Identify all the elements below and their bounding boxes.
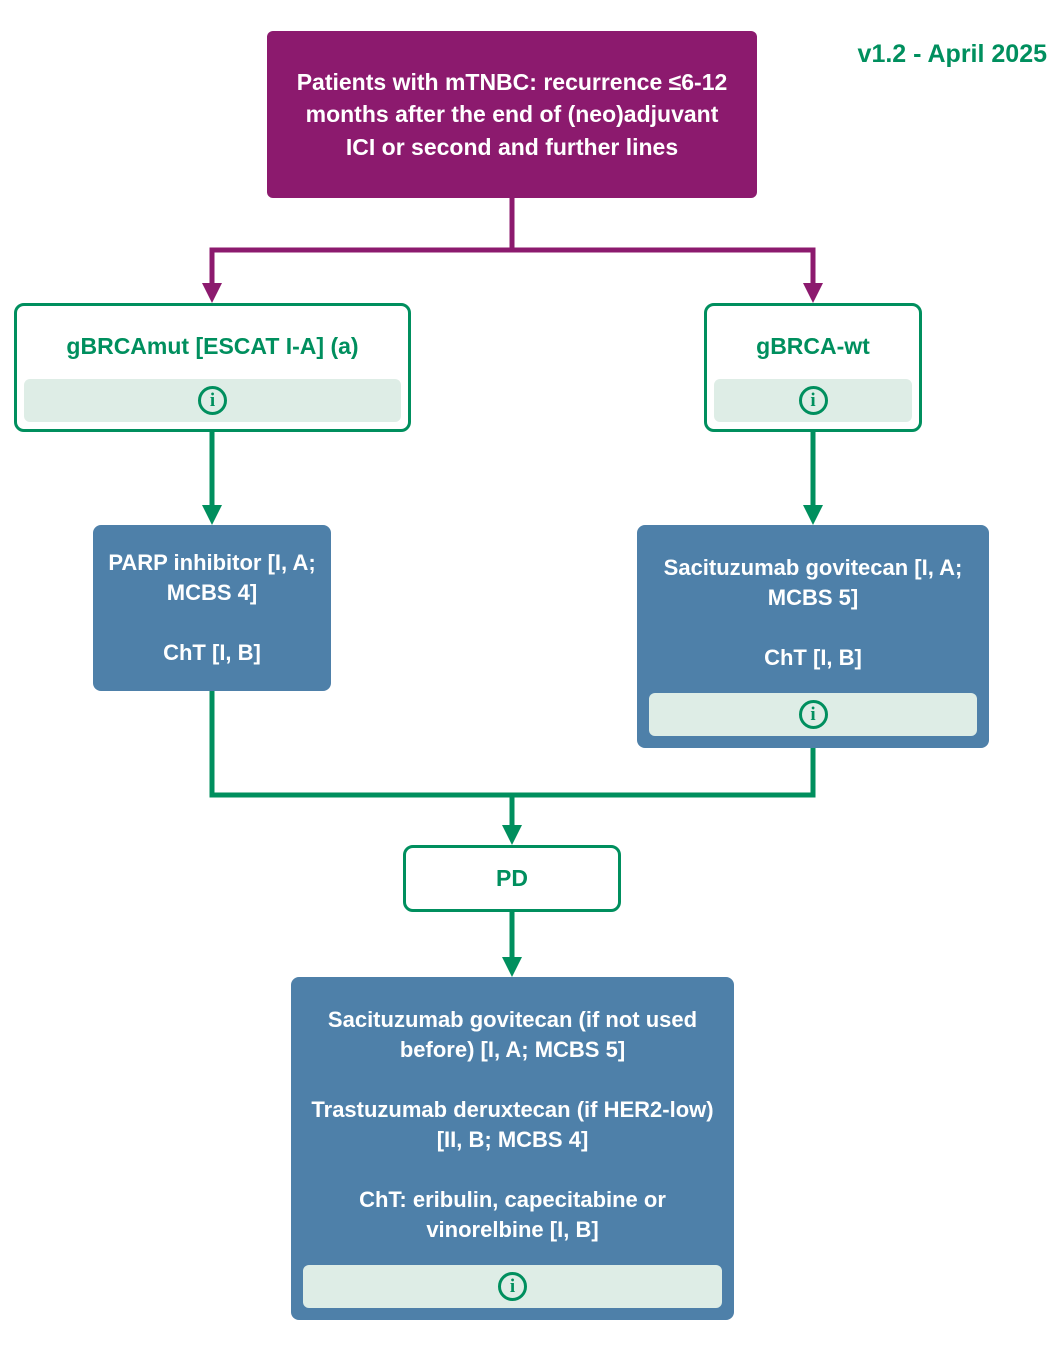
- sg-node-content: Sacituzumab govitecan [I, A; MCBS 5] ChT…: [647, 535, 979, 691]
- sg-node: Sacituzumab govitecan [I, A; MCBS 5] ChT…: [637, 525, 989, 748]
- brca-mut-label: gBRCAmut [ESCAT I-A] (a): [66, 332, 359, 359]
- post-pd-node-content: Sacituzumab govitecan (if not used befor…: [301, 987, 724, 1263]
- info-icon: i: [798, 386, 828, 415]
- info-icon: i: [798, 700, 828, 729]
- parp-option-2: ChT [I, B]: [163, 639, 261, 665]
- post-pd-info-strip[interactable]: i: [303, 1265, 722, 1308]
- brca-wt-info-strip[interactable]: i: [714, 379, 912, 422]
- sg-info-strip[interactable]: i: [649, 693, 977, 736]
- post-pd-option-2: Trastuzumab deruxtecan (if HER2-low) [II…: [311, 1097, 714, 1152]
- brca-wt-label: gBRCA-wt: [756, 332, 870, 359]
- brca-mut-info-strip[interactable]: i: [24, 379, 401, 422]
- sg-option-2: ChT [I, B]: [764, 644, 862, 670]
- parp-node-content: PARP inhibitor [I, A; MCBS 4] ChT [I, B]: [103, 535, 321, 681]
- pd-label: PD: [496, 865, 528, 891]
- info-icon: i: [198, 386, 227, 415]
- post-pd-option-1: Sacituzumab govitecan (if not used befor…: [327, 1007, 698, 1063]
- post-pd-option-3: ChT: eribulin, capecitabine or vinorelbi…: [359, 1186, 666, 1242]
- brca-wt-node: gBRCA-wt i: [704, 303, 922, 432]
- version-label: v1.2 - April 2025: [857, 40, 1047, 68]
- root-node: Patients with mTNBC: recurrence ≤6-12 mo…: [267, 31, 757, 198]
- parp-node: PARP inhibitor [I, A; MCBS 4] ChT [I, B]: [93, 525, 331, 691]
- sg-option-1: Sacituzumab govitecan [I, A; MCBS 5]: [663, 555, 963, 611]
- pd-node: PD: [403, 845, 621, 912]
- info-icon: i: [498, 1272, 527, 1301]
- brca-mut-node: gBRCAmut [ESCAT I-A] (a) i: [14, 303, 411, 432]
- parp-option-1: PARP inhibitor [I, A; MCBS 4]: [108, 550, 316, 606]
- root-node-text: Patients with mTNBC: recurrence ≤6-12 mo…: [296, 68, 728, 160]
- post-pd-node: Sacituzumab govitecan (if not used befor…: [291, 977, 734, 1320]
